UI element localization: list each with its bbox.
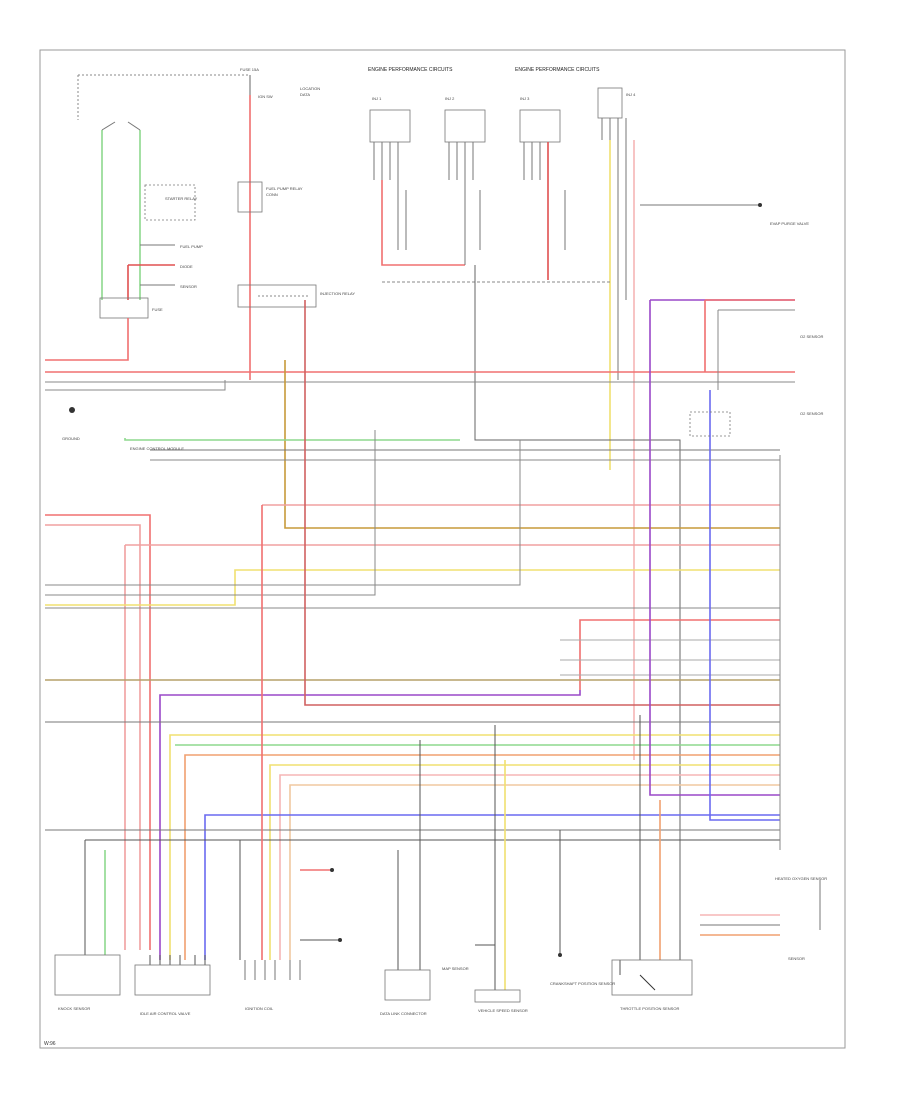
idle-air-label: IDLE AIR CONTROL VALVE <box>140 1011 191 1016</box>
injector-2-box <box>444 109 486 143</box>
svg-text:IGN SW: IGN SW <box>258 94 273 99</box>
svg-text:O2 SENSOR: O2 SENSOR <box>800 334 823 339</box>
ecm-label: ENGINE CONTROL MODULE <box>130 446 184 451</box>
left-side-sensors: GROUND ENGINE CONTROL MODULE <box>62 407 184 451</box>
crank-sensor-label: CRANKSHAFT POSITION SENSOR <box>550 981 615 986</box>
fuse-top-label: FUSE 15A <box>240 67 259 72</box>
data-link-label: DATA LINK CONNECTOR <box>380 1011 427 1016</box>
fuel-pump-relay-label: FUEL PUMP RELAY <box>266 186 303 191</box>
footer-ref: W:96 <box>44 1041 56 1047</box>
svg-text:CONN: CONN <box>266 192 278 197</box>
svg-text:FUSE: FUSE <box>152 307 163 312</box>
injector-2-label: INJ 2 <box>445 96 455 101</box>
evap-label: EVAP PURGE VALVE <box>770 221 809 226</box>
ignition-coil-label: IGNITION COIL <box>245 1006 274 1011</box>
svg-text:O2 SENSOR: O2 SENSOR <box>800 411 823 416</box>
svg-text:SENSOR: SENSOR <box>180 284 197 289</box>
injector-4-box <box>597 87 623 119</box>
data-link-box <box>384 969 431 1001</box>
svg-text:SENSOR: SENSOR <box>788 956 805 961</box>
header-left: ENGINE PERFORMANCE CIRCUITS <box>368 67 453 73</box>
injection-relay-box <box>237 284 317 308</box>
svg-text:DIODE: DIODE <box>180 264 193 269</box>
injector-1-box <box>369 109 411 143</box>
oxygen-sensor-label: HEATED OXYGEN SENSOR <box>775 876 827 881</box>
right-connector: O2 SENSOR O2 SENSOR HEATED OXYGEN SENSOR… <box>689 334 827 961</box>
idle-air-box <box>134 964 211 996</box>
ground-label: GROUND <box>62 436 80 441</box>
svg-text:DATA: DATA <box>300 92 310 97</box>
speed-sensor-box <box>474 989 521 1003</box>
bus-lines <box>45 299 795 960</box>
top-left-circuits: FUSE 15A IGN SW LOCATION DATA FUEL PUMP … <box>45 67 355 380</box>
knock-sensor-box <box>54 954 121 996</box>
tps-label: THROTTLE POSITION SENSOR <box>620 1006 679 1011</box>
injector-3-label: INJ 3 <box>520 96 530 101</box>
injector-4-label: INJ 4 <box>626 92 636 97</box>
injector-group: INJ 1 INJ 2 INJ 3 INJ 4 EVAP PURGE VALVE <box>369 87 809 940</box>
svg-text:FUEL PUMP: FUEL PUMP <box>180 244 203 249</box>
injector-1-label: INJ 1 <box>372 96 382 101</box>
fuel-pump-relay-box <box>237 181 263 213</box>
starter-relay-label: STARTER RELAY <box>165 196 198 201</box>
speed-sensor-label: VEHICLE SPEED SENSOR <box>478 1008 528 1013</box>
svg-text:LOCATION: LOCATION <box>300 86 320 91</box>
map-sensor-label: MAP SENSOR <box>442 966 469 971</box>
knock-sensor-label: KNOCK SENSOR <box>58 1006 90 1011</box>
injection-relay-label: INJECTION RELAY <box>320 291 355 296</box>
diagram-frame <box>39 49 846 1049</box>
injector-3-box <box>519 109 561 143</box>
header-right: ENGINE PERFORMANCE CIRCUITS <box>515 67 600 73</box>
bottom-components: KNOCK SENSOR IDLE AIR CONTROL VALVE IGNI… <box>54 505 693 1016</box>
tps-box <box>611 959 693 996</box>
